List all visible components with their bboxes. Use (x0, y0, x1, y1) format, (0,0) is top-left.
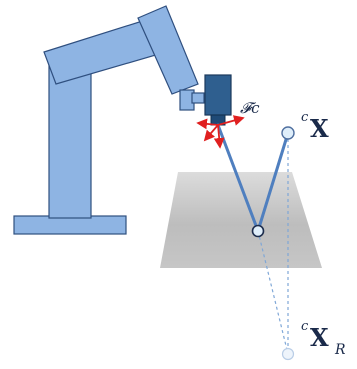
svg-text:X: X (310, 323, 329, 352)
point-x (281, 126, 295, 140)
camera-frame-axes (196, 115, 245, 149)
ray-mirror-to-point (256, 131, 290, 233)
svg-text:c: c (301, 319, 309, 334)
svg-text:R: R (334, 342, 346, 358)
camera-body (204, 74, 232, 116)
reflected-point-x (281, 347, 295, 361)
mirror-reflection-point (251, 224, 265, 238)
robot-forearm (137, 5, 199, 95)
svg-text:X: X (310, 114, 329, 143)
svg-text:c: c (301, 110, 309, 125)
reflected-point-x-label: c X R (301, 319, 346, 358)
point-x-label: c X (301, 110, 329, 143)
camera-frame-label: 𝓕c (240, 99, 260, 117)
robot-wrist-joint (191, 92, 205, 104)
mirror-plane (160, 172, 322, 268)
robot-base (13, 215, 127, 235)
ray-camera-to-mirror (216, 123, 260, 233)
